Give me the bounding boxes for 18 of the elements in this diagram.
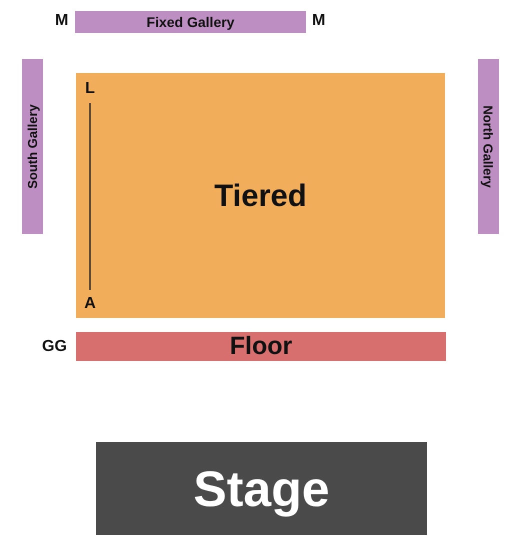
row-letter: A [84, 295, 96, 313]
row-letter: M [55, 12, 68, 30]
row-range-line [89, 103, 91, 290]
section-label: Stage [193, 460, 330, 518]
gallery-section [22, 59, 43, 234]
row-letter: GG [42, 338, 67, 356]
section-label: South Gallery [25, 104, 40, 189]
gallery-section [75, 11, 306, 33]
section-label: North Gallery [481, 105, 496, 188]
row-letter: M [312, 12, 326, 30]
seating-section [76, 73, 445, 318]
section-label: Floor [230, 332, 292, 361]
seating-section [76, 332, 446, 361]
stage-area [96, 442, 427, 535]
row-letter: L [85, 80, 95, 98]
section-label: Fixed Gallery [146, 14, 234, 30]
section-label: Tiered [214, 178, 307, 214]
gallery-section [478, 59, 499, 234]
